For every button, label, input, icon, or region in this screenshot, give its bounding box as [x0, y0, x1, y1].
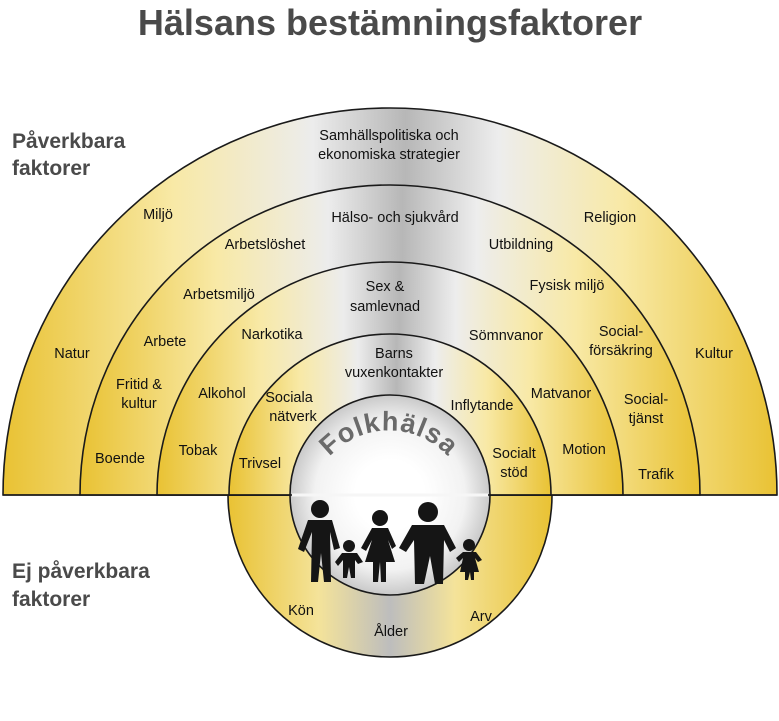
factor-label: Inflytande [451, 398, 514, 414]
factor-label: Matvanor [531, 386, 592, 402]
ring-inner-labels: Barns vuxenkontakter Sociala nätverk Tri… [239, 346, 536, 481]
factor-label: kultur [121, 396, 157, 412]
factor-label: Trafik [638, 467, 674, 483]
non-influenceable-factors-label: Ej påverkbara faktorer [12, 560, 150, 611]
factor-label: Kultur [695, 346, 733, 362]
bottom-factor-labels: Kön Ålder Arv [288, 603, 493, 640]
factor-label: Religion [584, 210, 636, 226]
factor-label: Motion [562, 442, 606, 458]
factor-label: Hälso- och sjukvård [331, 210, 458, 226]
factor-label: Natur [54, 346, 90, 362]
factor-label: ekonomiska strategier [318, 147, 460, 163]
factor-label: stöd [500, 465, 527, 481]
factor-label: Narkotika [241, 327, 303, 343]
factor-label: Arbete [144, 334, 187, 350]
factor-label: Sömnvanor [469, 328, 543, 344]
factor-label: Arbetsmiljö [183, 287, 255, 303]
ring-third-labels: Sex & samlevnad Narkotika Alkohol Tobak … [179, 279, 606, 459]
factor-label: Miljö [143, 207, 173, 223]
factor-label: Fysisk miljö [530, 278, 605, 294]
svg-text:faktorer: faktorer [12, 588, 90, 611]
factor-label: nätverk [269, 409, 317, 425]
factor-label: Trivsel [239, 456, 281, 472]
factor-label: Ålder [374, 623, 408, 640]
factor-label: Arv [470, 609, 493, 625]
factor-label: Arbetslöshet [225, 237, 306, 253]
factor-label: Barns [375, 346, 413, 362]
diagram-title: Hälsans bestämningsfaktorer [138, 2, 642, 43]
influenceable-factors-label: Påverkbara faktorer [12, 130, 126, 180]
factor-label: Kön [288, 603, 314, 619]
factor-label: Boende [95, 451, 145, 467]
factor-label: Sociala [265, 390, 313, 406]
factor-label: Social- [599, 324, 643, 340]
svg-text:Ej påverkbara: Ej påverkbara [12, 560, 150, 583]
ring-second-labels: Hälso- och sjukvård Arbetslöshet Arbetsm… [95, 210, 675, 483]
ring-outer-labels: Samhällspolitiska och ekonomiska strateg… [54, 128, 733, 362]
factor-label: Sex & [366, 279, 405, 295]
factor-label: försäkring [589, 343, 653, 359]
factor-label: tjänst [629, 411, 664, 427]
svg-text:Påverkbara: Påverkbara [12, 130, 126, 153]
factor-label: Socialt [492, 446, 536, 462]
factor-label: Alkohol [198, 386, 246, 402]
factor-label: Social- [624, 392, 668, 408]
factor-label: Utbildning [489, 237, 554, 253]
factor-label: vuxenkontakter [345, 365, 444, 381]
family-silhouette-icon [298, 500, 482, 584]
svg-text:faktorer: faktorer [12, 157, 90, 180]
factor-label: samlevnad [350, 299, 420, 315]
factor-label: Fritid & [116, 377, 162, 393]
core-outline [289, 394, 491, 596]
factor-label: Tobak [179, 443, 218, 459]
factor-label: Samhällspolitiska och [319, 128, 458, 144]
